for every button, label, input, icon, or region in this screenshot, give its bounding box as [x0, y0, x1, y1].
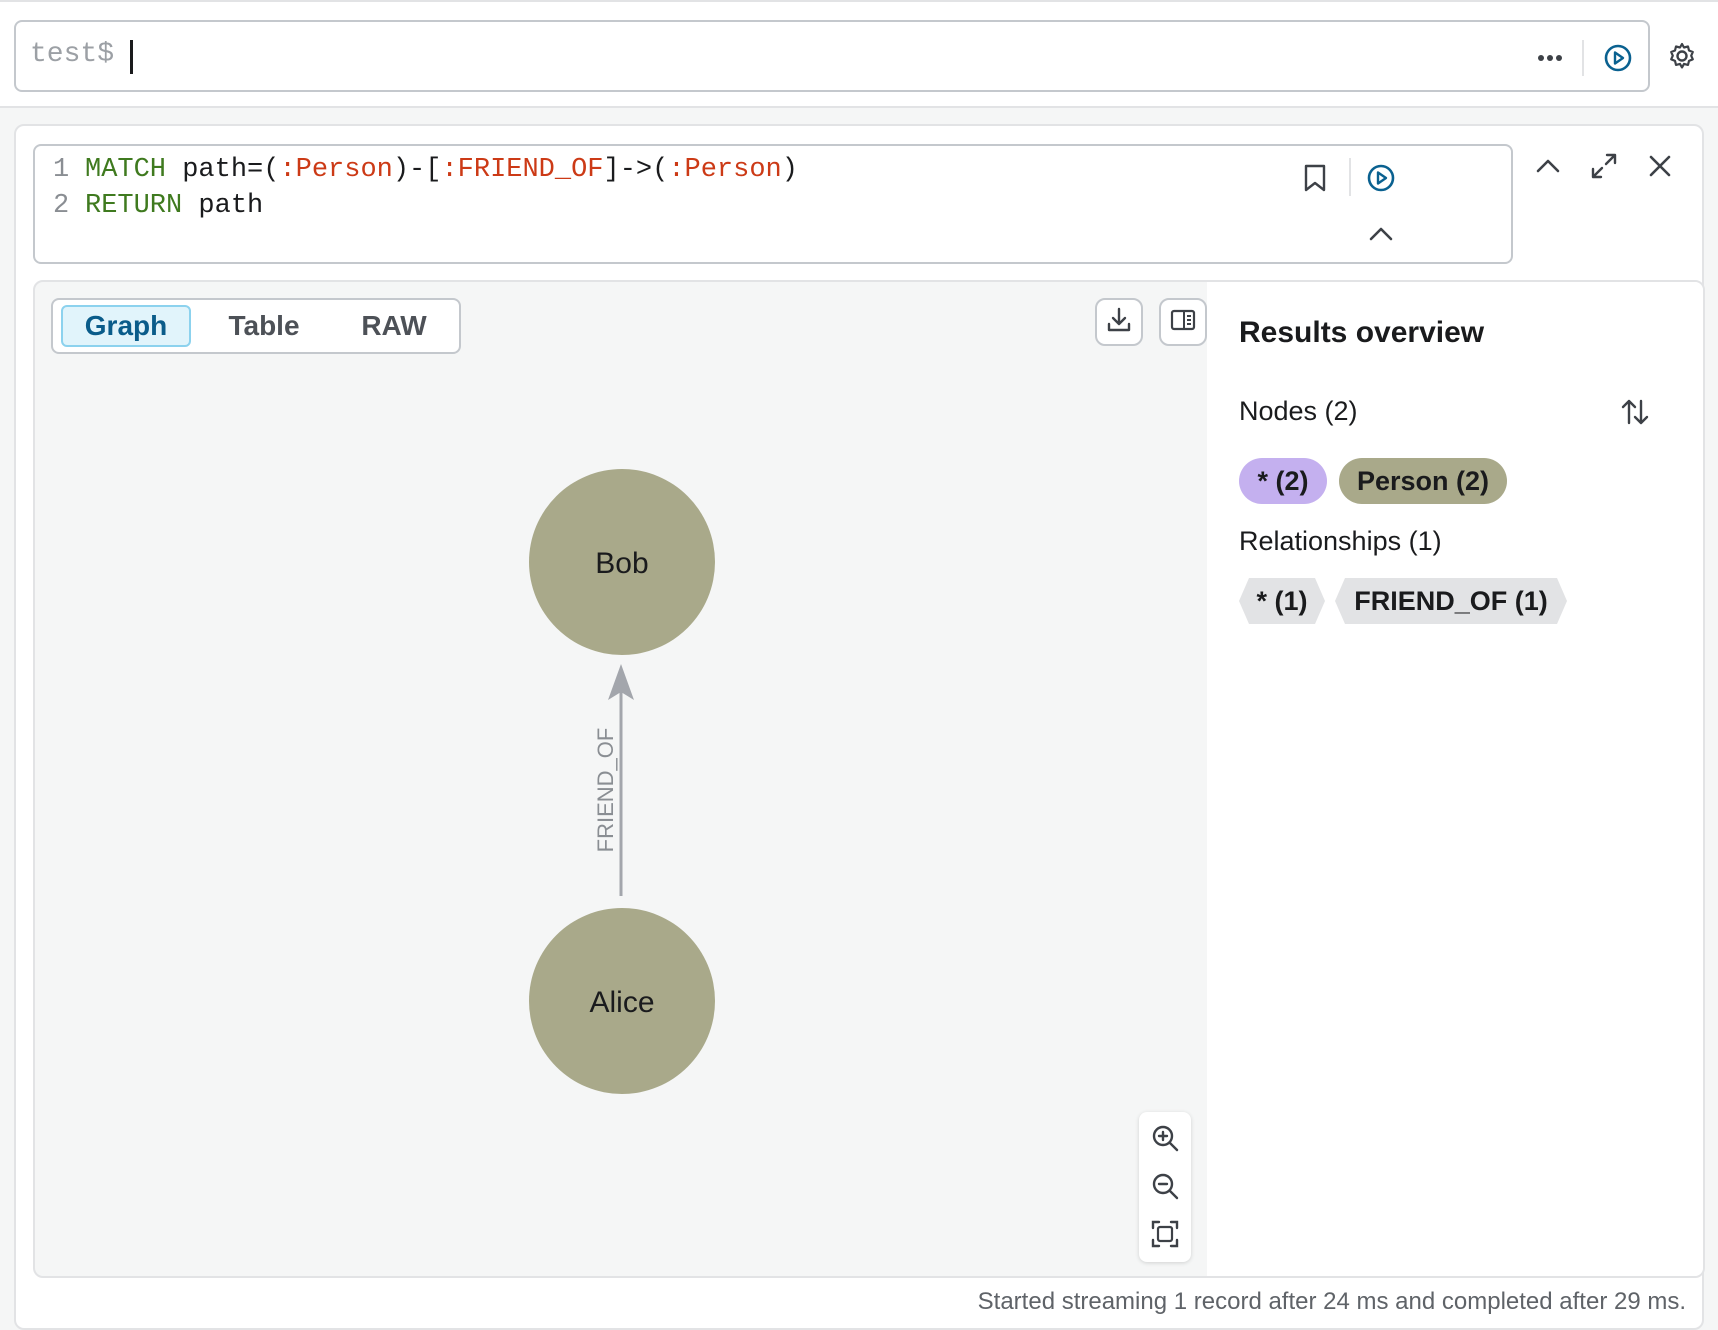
- node-label-chip-person[interactable]: Person (2): [1339, 458, 1507, 504]
- run-query-icon[interactable]: [1361, 158, 1401, 198]
- nodes-header: Nodes (2): [1239, 396, 1358, 426]
- tab-table[interactable]: Table: [228, 310, 300, 341]
- sort-arrows-icon[interactable]: [1615, 392, 1655, 432]
- tab-graph[interactable]: Graph: [61, 305, 191, 347]
- close-frame-icon[interactable]: [1640, 146, 1680, 186]
- top-bar: test$: [0, 0, 1718, 108]
- tab-raw[interactable]: RAW: [361, 310, 427, 341]
- relationship-chip-friend-of[interactable]: FRIEND_OF (1): [1335, 578, 1567, 624]
- settings-gear-icon[interactable]: [1662, 36, 1702, 76]
- relationship-label: FRIEND_OF: [593, 728, 618, 853]
- side-panel-icon: [1169, 308, 1197, 337]
- graph-node-bob[interactable]: [529, 469, 715, 655]
- zoom-controls: [1139, 1112, 1191, 1262]
- node-label-bob: Bob: [595, 547, 648, 580]
- status-message: Started streaming 1 record after 24 ms a…: [977, 1288, 1686, 1315]
- relationships-header: Relationships (1): [1239, 526, 1442, 556]
- fit-to-screen-icon[interactable]: [1145, 1214, 1185, 1254]
- relationship-arrowhead: [608, 664, 634, 700]
- run-query-icon[interactable]: [1598, 38, 1638, 78]
- divider: [1582, 40, 1584, 76]
- toggle-side-panel-button[interactable]: [1159, 298, 1207, 346]
- fullscreen-expand-icon[interactable]: [1584, 146, 1624, 186]
- results-overview-title: Results overview: [1239, 316, 1485, 349]
- node-label-chip-all[interactable]: * (2): [1239, 458, 1327, 504]
- results-overview-panel: Results overview Nodes (2) * (2) Person …: [1207, 282, 1703, 1276]
- zoom-in-icon[interactable]: [1145, 1118, 1185, 1158]
- graph-node-alice[interactable]: [529, 908, 715, 1094]
- prompt-database-label: test$: [30, 39, 115, 70]
- graph-canvas[interactable]: FRIEND_OF Bob Alice: [35, 282, 1207, 1278]
- result-view: Graph Table RAW FRIEND_OF Bob Alice: [33, 280, 1705, 1278]
- bookmark-icon[interactable]: [1295, 158, 1335, 198]
- collapse-frame-chevron-up-icon[interactable]: [1528, 146, 1568, 186]
- collapse-editor-chevron-up-icon[interactable]: [1361, 216, 1401, 252]
- divider: [1349, 158, 1351, 196]
- text-cursor: [130, 40, 133, 74]
- download-icon: [1105, 306, 1133, 339]
- node-label-alice: Alice: [589, 986, 654, 1019]
- query-prompt-input[interactable]: test$: [14, 20, 1650, 92]
- zoom-out-icon[interactable]: [1145, 1166, 1185, 1206]
- view-tabs: Graph Table RAW: [51, 298, 461, 354]
- download-button[interactable]: [1095, 298, 1143, 346]
- more-options-icon[interactable]: [1532, 40, 1568, 76]
- relationship-chip-all[interactable]: * (1): [1239, 578, 1325, 624]
